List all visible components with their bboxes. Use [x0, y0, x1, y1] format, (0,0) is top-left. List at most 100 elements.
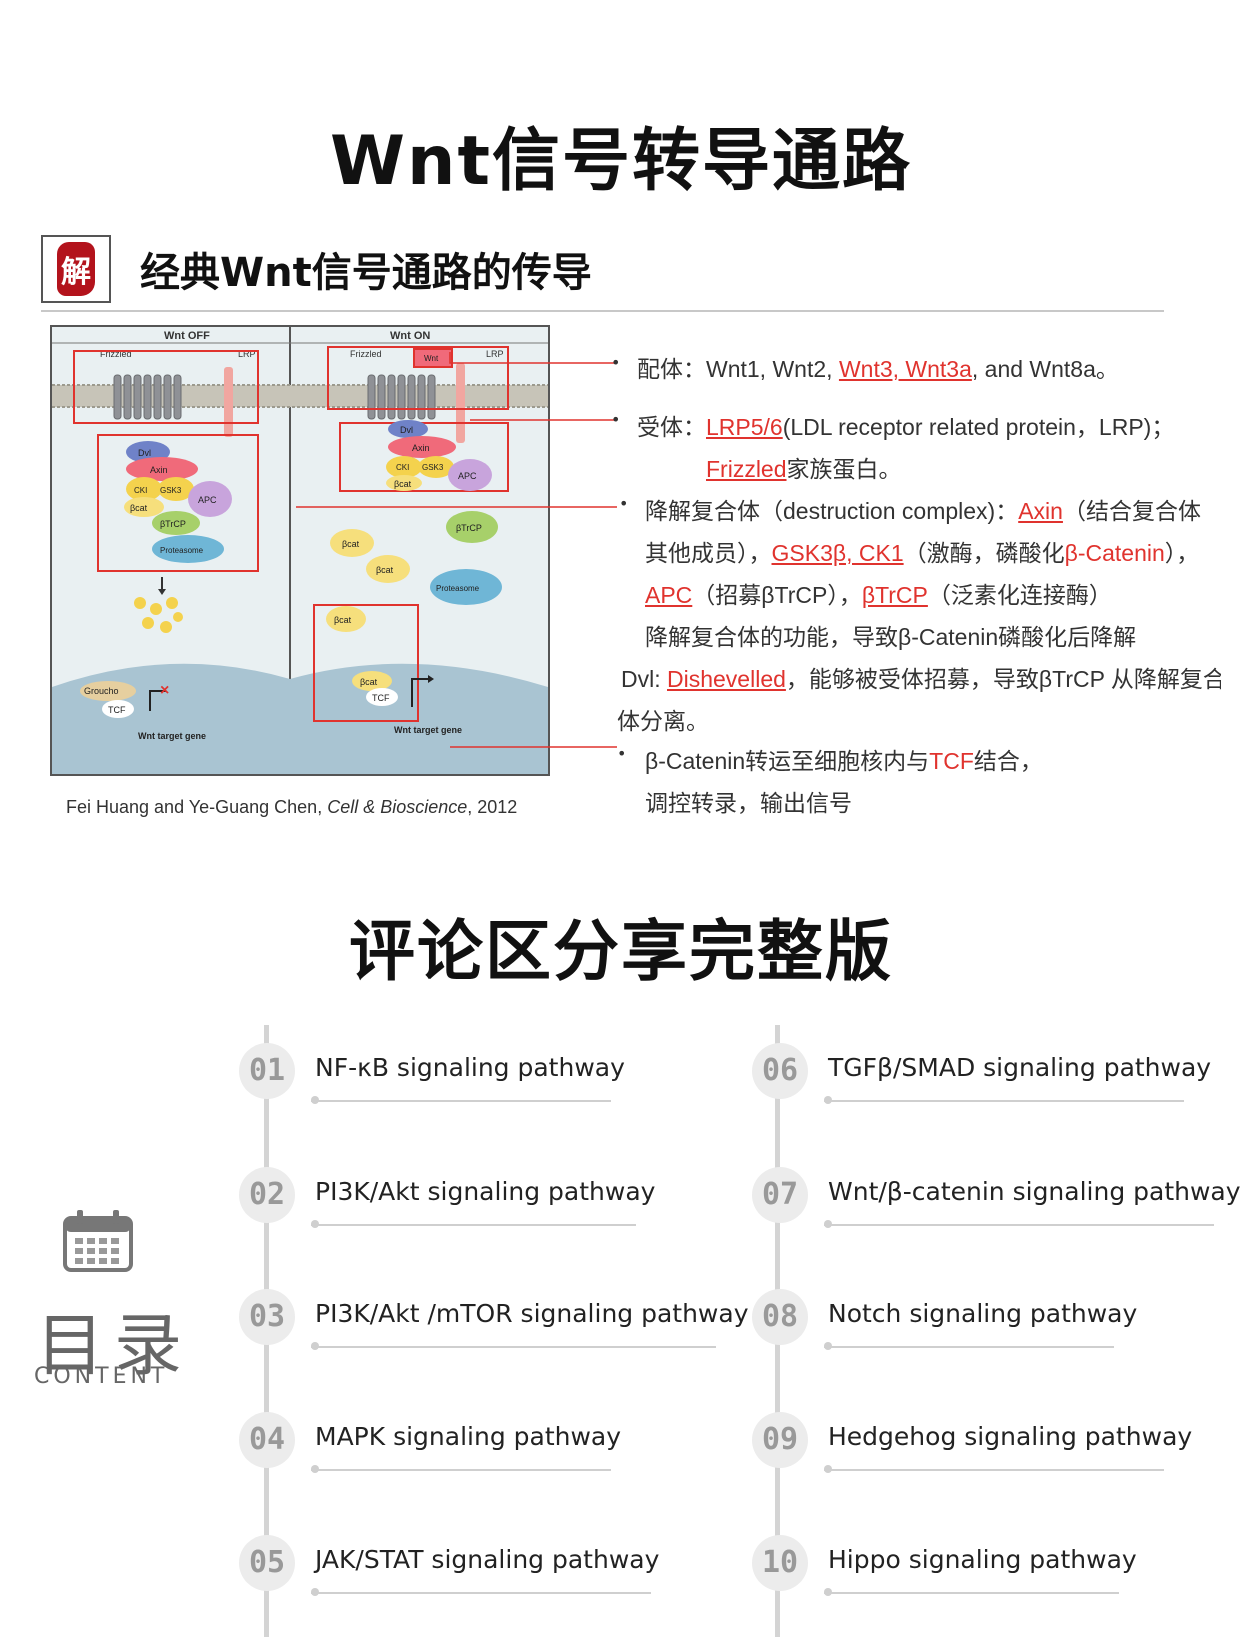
toc-heading: 目录 [36, 1307, 193, 1386]
toc-item-dot [311, 1588, 319, 1596]
label-bcat-on-complex: βcat [394, 479, 412, 489]
toc-item-number: 09 [752, 1412, 808, 1468]
label-wnt: Wnt [424, 354, 439, 363]
toc-item-label: TGFβ/SMAD signaling pathway [828, 1053, 1212, 1082]
caption-journal: Cell & Bioscience [327, 797, 468, 817]
toc-item-dot [311, 1342, 319, 1350]
toc-item-label: PI3K/Akt /mTOR signaling pathway [315, 1299, 749, 1328]
toc-item-underline [311, 1592, 651, 1594]
label-cki-off: CKI [134, 486, 147, 495]
label-bcat-on-nucleus: βcat [360, 677, 378, 687]
annotation-dvl: Dvl: Dishevelled，能够被受体招募，导致βTrCP 从降解复合 [621, 666, 1221, 692]
label-lrp-off: LRP [238, 349, 256, 359]
seal-logo-mark: 解 [57, 242, 95, 296]
label-tcf-off: TCF [108, 705, 126, 715]
svg-text:×: × [160, 682, 169, 699]
toc-item-underline [311, 1469, 611, 1471]
toc-item-underline [824, 1592, 1119, 1594]
label-apc-on: APC [458, 471, 477, 481]
toc-item-underline [824, 1346, 1114, 1348]
toc-item-number: 04 [239, 1412, 295, 1468]
toc-item: 10 Hippo signaling pathway [752, 1535, 1212, 1625]
toc-item-label: NF-κB signaling pathway [315, 1053, 625, 1082]
label-apc-off: APC [198, 495, 217, 505]
toc-item-number: 06 [752, 1043, 808, 1099]
comment-share-title: 评论区分享完整版 [349, 913, 893, 990]
toc-item-number: 05 [239, 1535, 295, 1591]
toc-item-dot [824, 1220, 832, 1228]
toc-item: 04 MAPK signaling pathway [239, 1412, 699, 1502]
toc-item-number: 03 [239, 1289, 295, 1345]
toc-item-underline [311, 1224, 636, 1226]
toc-item-underline [311, 1346, 716, 1348]
bullet: • [617, 744, 627, 763]
panel-on-title: Wnt ON [390, 330, 430, 342]
annotation-receptor: 受体：LRP5/6(LDL receptor related protein，L… [637, 414, 1175, 440]
panel-off-title: Wnt OFF [164, 330, 210, 342]
label-frizzled-off: Frizzled [100, 349, 132, 359]
label-lrp-on: LRP [486, 349, 504, 359]
toc-item: 09 Hedgehog signaling pathway [752, 1412, 1212, 1502]
label-frizzled-on: Frizzled [350, 349, 382, 359]
annotation-ligand: 配体：Wnt1, Wnt2, Wnt3, Wnt3a, and Wnt8a。 [637, 356, 1119, 382]
annotation-receptor-2: Frizzled家族蛋白。 [706, 456, 902, 482]
toc-item-dot [311, 1465, 319, 1473]
bullet: • [611, 410, 621, 429]
label-bcat-off: βcat [130, 503, 148, 513]
annotation-dvl-2: 体分离。 [617, 708, 709, 734]
seal-logo: 解 [41, 235, 111, 303]
toc-item-number: 01 [239, 1043, 295, 1099]
caption-year: , 2012 [467, 797, 518, 817]
label-bcat-on-2: βcat [376, 565, 394, 575]
toc-item-label: Notch signaling pathway [828, 1299, 1138, 1328]
label-proteasome-on: Proteasome [436, 584, 480, 593]
label-gsk3-off: GSK3 [160, 486, 182, 495]
label-gsk3-on: GSK3 [422, 463, 444, 472]
toc-item-number: 10 [752, 1535, 808, 1591]
bullet: • [619, 494, 629, 513]
divider [41, 310, 1164, 312]
label-btrcp-on: βTrCP [456, 523, 482, 533]
toc-item-underline [824, 1100, 1184, 1102]
label-dvl-on: Dvl [400, 425, 413, 435]
label-btrcp-off: βTrCP [160, 519, 186, 529]
toc-item: 06 TGFβ/SMAD signaling pathway [752, 1043, 1212, 1133]
annotation-beta-catenin: β-Catenin转运至细胞核内与TCF结合， [645, 748, 1043, 774]
toc-item-dot [824, 1096, 832, 1104]
toc-item: 02 PI3K/Akt signaling pathway [239, 1167, 699, 1257]
toc-item-dot [824, 1342, 832, 1350]
caption-authors: Fei Huang and Ye-Guang Chen, [66, 797, 328, 817]
annotation-destruction-complex-2: 其他成员），GSK3β, CK1（激酶，磷酸化β-Catenin）， [645, 540, 1200, 566]
toc-item: 07 Wnt/β-catenin signaling pathway [752, 1167, 1241, 1257]
label-proteasome-off: Proteasome [160, 546, 204, 555]
label-target-gene-off: Wnt target gene [138, 731, 206, 741]
label-dvl-off: Dvl [138, 448, 151, 458]
toc-item-dot [824, 1465, 832, 1473]
toc-item: 03 PI3K/Akt /mTOR signaling pathway [239, 1289, 749, 1379]
toc-item-label: MAPK signaling pathway [315, 1422, 622, 1451]
annotation-destruction-complex: 降解复合体（destruction complex)：Axin（结合复合体 [645, 498, 1201, 524]
section-heading: 经典Wnt信号通路的传导 [140, 250, 592, 296]
toc-item-dot [311, 1096, 319, 1104]
toc-item-label: Hippo signaling pathway [828, 1545, 1137, 1574]
label-bcat-on-1: βcat [342, 539, 360, 549]
toc-item-number: 07 [752, 1167, 808, 1223]
toc-item-label: PI3K/Akt signaling pathway [315, 1177, 656, 1206]
label-axin-on: Axin [412, 443, 430, 453]
annotation-destruction-complex-3: APC（招募βTrCP），βTrCP（泛素化连接酶） [645, 582, 1112, 608]
label-target-gene-on: Wnt target gene [394, 725, 462, 735]
toc-item-dot [824, 1588, 832, 1596]
bullet: • [611, 353, 621, 372]
toc-item-label: Hedgehog signaling pathway [828, 1422, 1193, 1451]
toc-item-label: Wnt/β-catenin signaling pathway [828, 1177, 1241, 1206]
annotation-destruction-function: 降解复合体的功能，导致β-Catenin磷酸化后降解 [645, 624, 1137, 650]
label-bcat-on-3: βcat [334, 615, 352, 625]
toc-item-number: 02 [239, 1167, 295, 1223]
toc-item-dot [311, 1220, 319, 1228]
label-axin-off: Axin [150, 465, 168, 475]
toc-item-underline [824, 1224, 1214, 1226]
toc-item: 01 NF-κB signaling pathway [239, 1043, 699, 1133]
